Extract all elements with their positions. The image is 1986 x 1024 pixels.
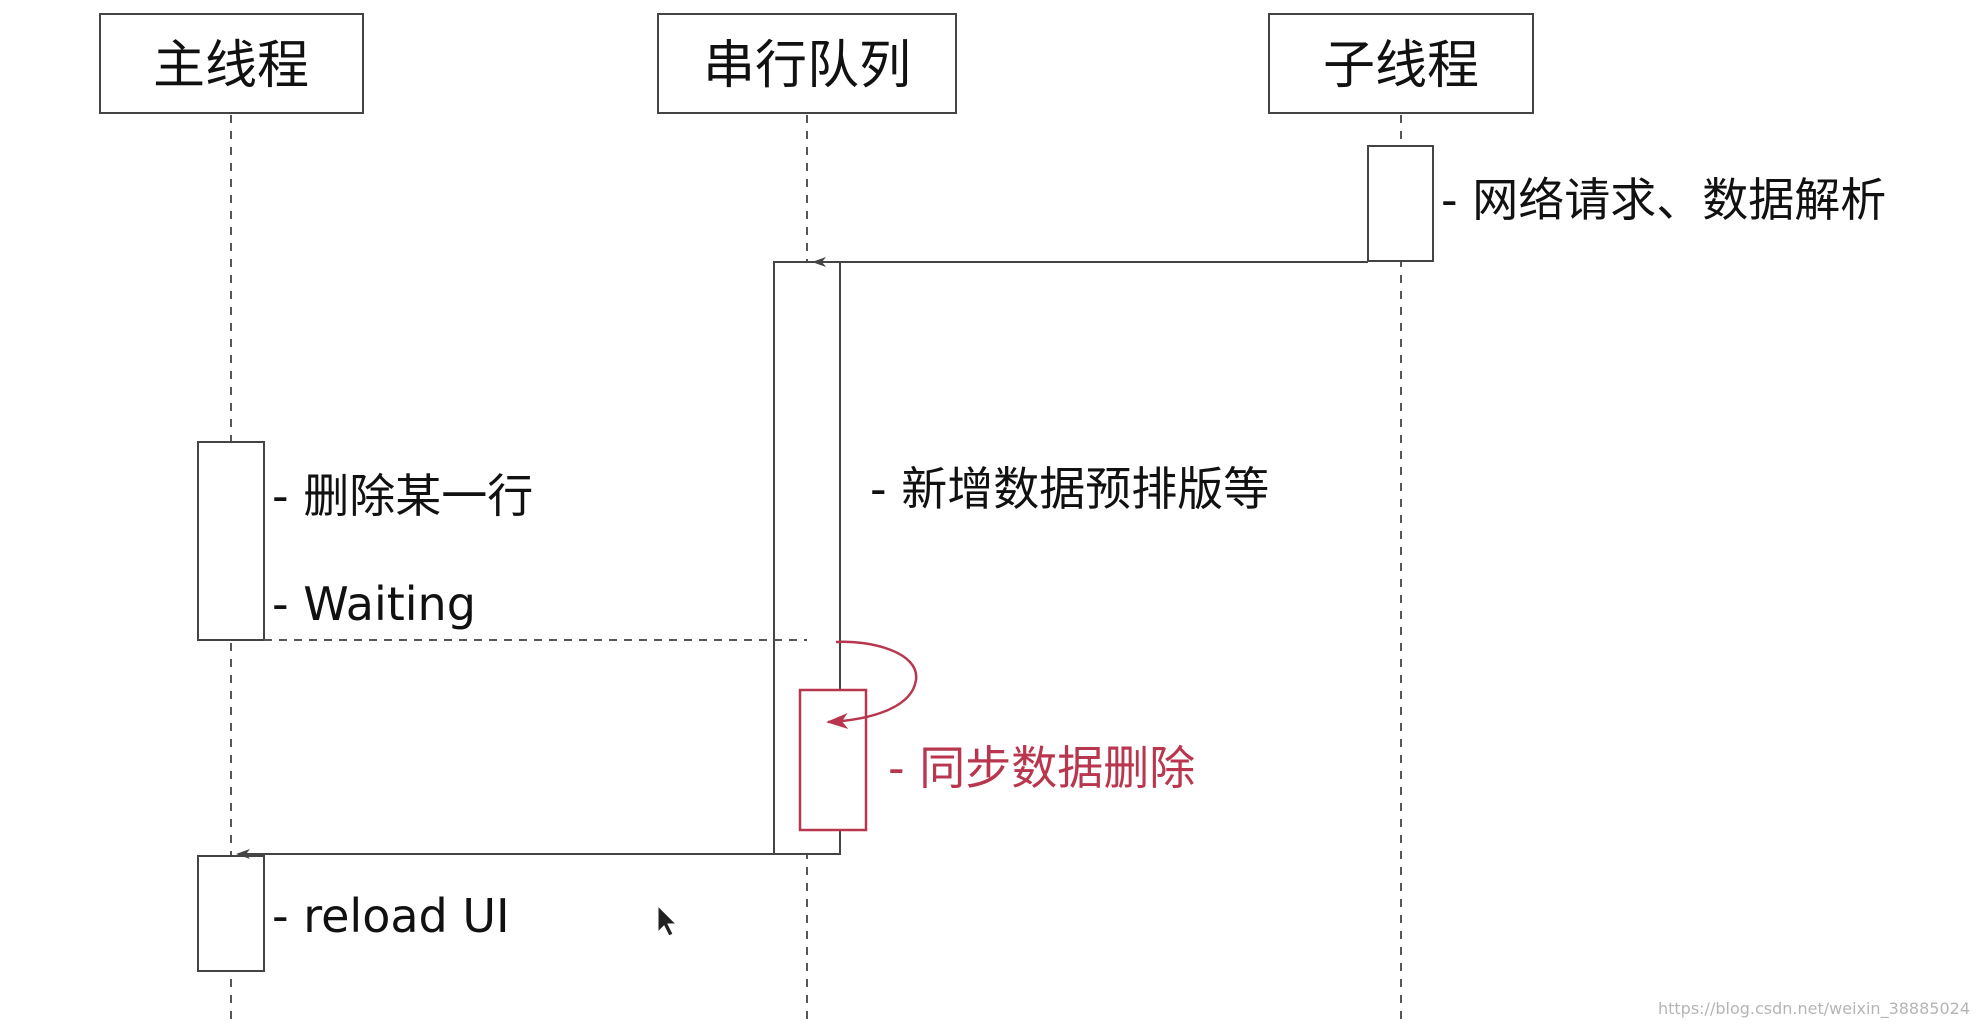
note-network: - 网络请求、数据解析: [1441, 173, 1886, 227]
activation-sync-delete: [798, 688, 868, 832]
note-delete-row: - 删除某一行: [272, 469, 533, 523]
activation-sub: [1367, 145, 1434, 262]
participant-main: 主线程: [99, 13, 364, 114]
participant-serial-label: 串行队列: [703, 36, 911, 96]
participant-main-label: 主线程: [153, 36, 309, 96]
participant-sub-label: 子线程: [1323, 36, 1479, 96]
mouse-cursor-icon: [657, 904, 678, 937]
activation-main-reload: [197, 855, 265, 972]
participant-sub: 子线程: [1268, 13, 1534, 114]
self-call-arrow: [826, 640, 918, 730]
note-sync-delete: - 同步数据删除: [888, 741, 1195, 795]
activation-main-delete: [197, 441, 265, 641]
note-reload: - reload UI: [272, 889, 510, 943]
note-prelayout: - 新增数据预排版等: [870, 462, 1269, 516]
note-waiting: - Waiting: [272, 577, 476, 631]
participant-serial: 串行队列: [657, 13, 957, 114]
watermark: https://blog.csdn.net/weixin_38885024: [1658, 999, 1970, 1019]
